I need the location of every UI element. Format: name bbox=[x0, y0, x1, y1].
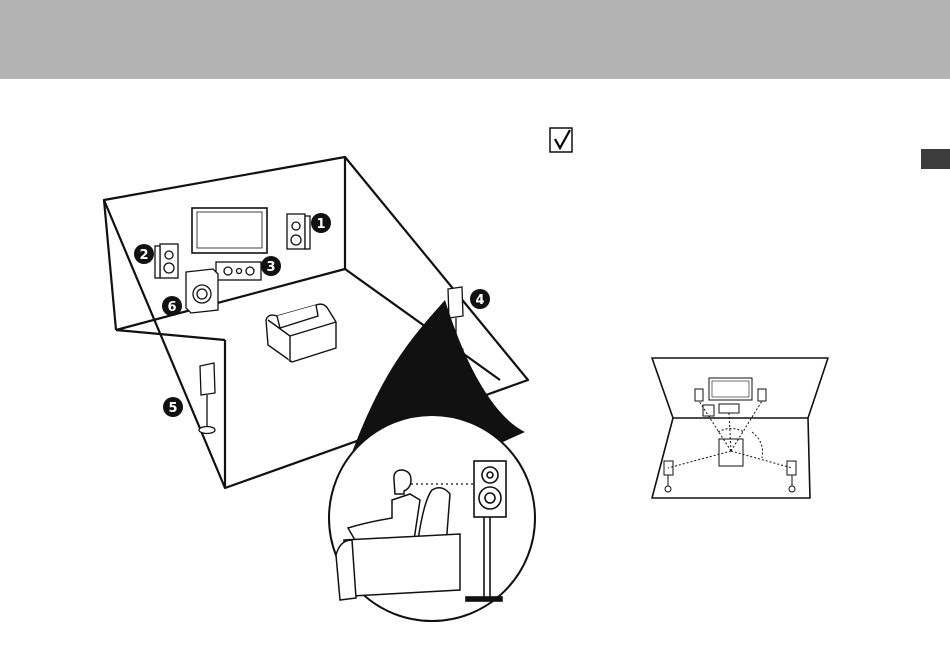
top-view-surround-right-icon bbox=[787, 461, 796, 475]
top-view-sofa-icon bbox=[719, 439, 743, 466]
top-view-front-left-icon bbox=[695, 389, 703, 401]
top-view-front-right-icon bbox=[758, 389, 766, 401]
top-view-center-icon bbox=[719, 404, 739, 413]
